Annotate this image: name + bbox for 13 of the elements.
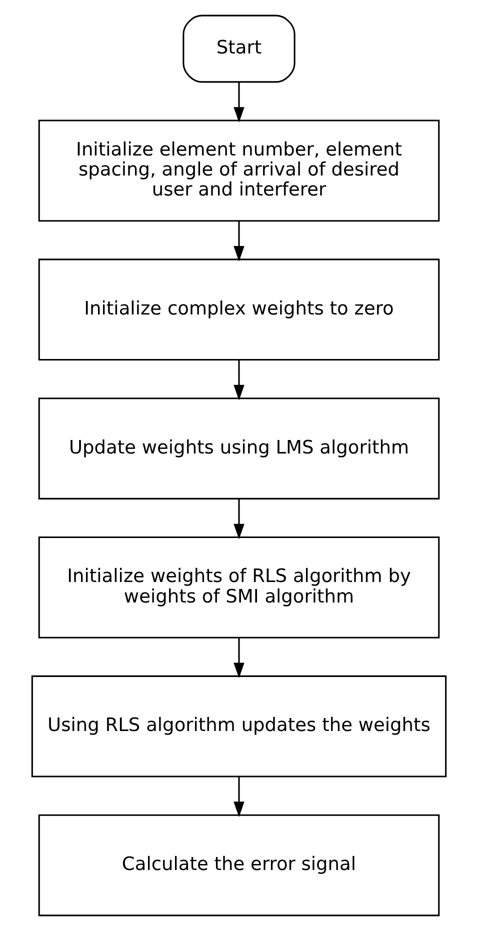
node-box: Using RLS algorithm updates the weights xyxy=(30,674,446,777)
node-box: Initialize element number, element spacing, angle of arrival of desired user and interferer xyxy=(38,119,440,222)
node-box: Initialize weights of RLS algorithm by weights of SMI algorithm xyxy=(38,536,440,638)
node-box: Start xyxy=(182,14,295,82)
arrow xyxy=(233,220,244,261)
arrow xyxy=(233,82,244,122)
arrow xyxy=(233,638,244,678)
arrow xyxy=(233,498,244,539)
arrow xyxy=(233,360,244,400)
arrow xyxy=(233,776,244,817)
node-box: Calculate the error signal xyxy=(38,814,440,916)
node-box: Initialize complex weights to zero xyxy=(38,258,440,360)
node-box: Update weights using LMS algorithm xyxy=(38,397,440,499)
